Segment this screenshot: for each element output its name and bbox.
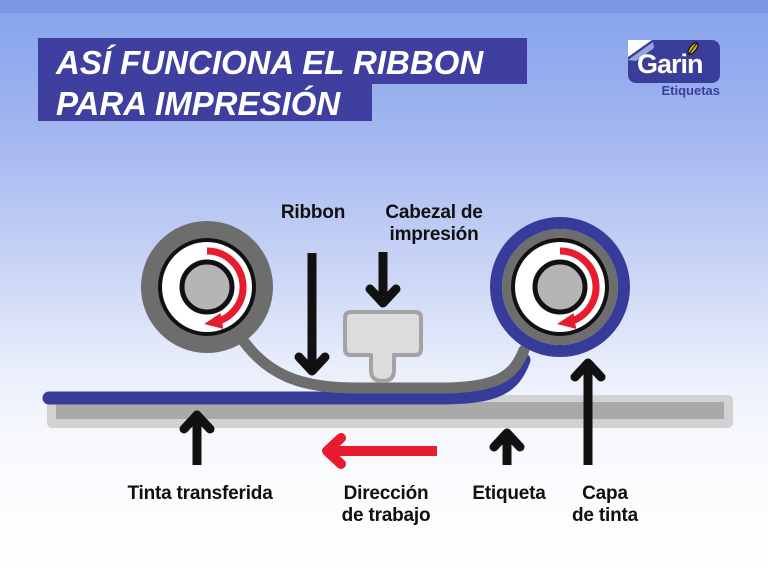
top-border-strip [0,0,768,13]
logo-leaf-icon [687,41,699,56]
logo [628,40,720,83]
ink-layer-path [42,353,531,405]
right-ribbon-roll [490,217,630,357]
title-box-line2 [38,84,372,121]
etiqueta-label: Etiqueta [472,483,546,504]
transferred-ink-label: Tinta transferida [127,483,273,504]
work-direction-label: Dirección de trabajo [342,483,431,527]
page-title-line1: ASÍ FUNCIONA EL RIBBON [56,44,484,81]
label-strip [56,402,724,419]
work-direction-label-line1: Dirección [343,483,429,504]
print-head [343,310,423,383]
ribbon-path [234,330,530,394]
ribbon-label: Ribbon [280,202,346,223]
ink-layer-label-line1: Capa [582,483,628,504]
printhead-label-line2: impresión [389,224,479,245]
ink-layer-label: Capa de tinta [572,483,638,527]
rotation-arrow-icon [204,247,247,329]
page-title-line2: PARA IMPRESIÓN [56,85,341,122]
left-ribbon-roll [141,221,273,353]
title-box-line1 [38,38,527,84]
work-direction-label-line2: de trabajo [341,505,431,526]
rotation-arrow-icon [557,247,600,329]
printhead-label-line1: Cabezal de [385,202,483,223]
logo-folded-corner-icon [628,40,654,61]
printhead-label: Cabezal de impresión [385,202,482,246]
ink-layer-label-line2: de tinta [572,505,638,526]
logo-tagline-text: Etiquetas [661,83,720,98]
